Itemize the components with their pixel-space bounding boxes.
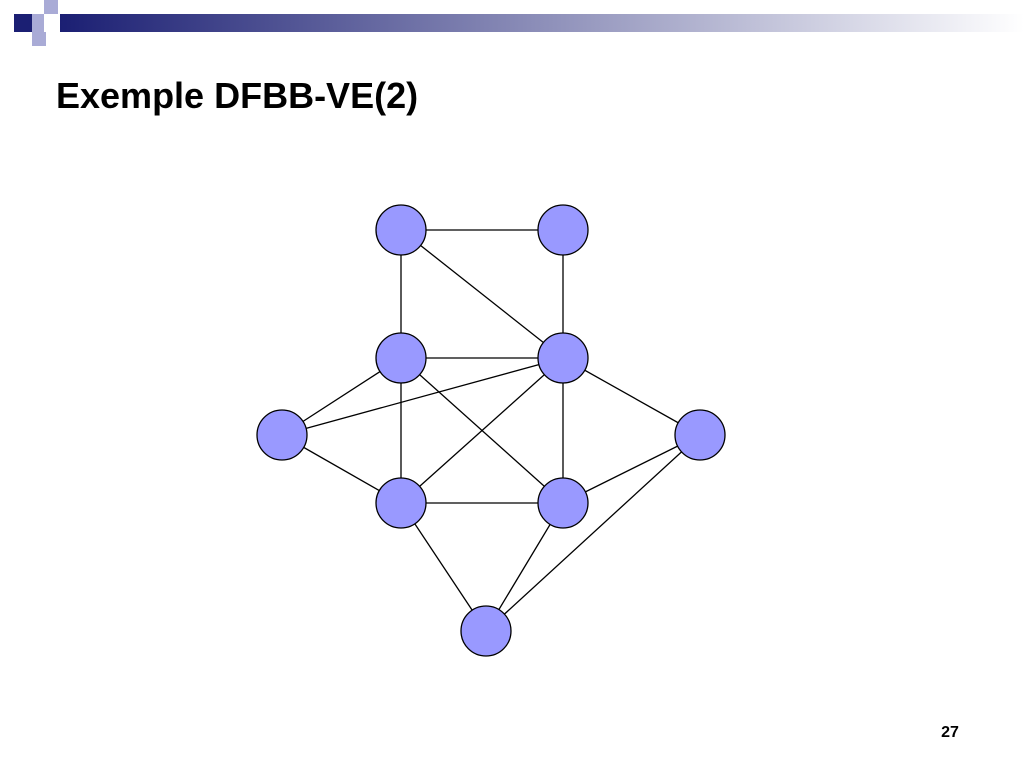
graph-node	[375, 477, 427, 529]
graph-nodes	[256, 204, 726, 657]
graph-edge	[400, 229, 564, 359]
gradient-bar	[60, 14, 1024, 32]
title-bar-decoration	[14, 0, 1024, 46]
page-number: 27	[941, 724, 959, 741]
graph-node	[537, 332, 589, 384]
graph-node	[375, 332, 427, 384]
graph-edge	[400, 357, 564, 504]
graph-edge	[485, 434, 701, 632]
deco-square-light	[32, 14, 44, 32]
deco-square-dark	[14, 14, 32, 32]
graph-node	[537, 204, 589, 256]
deco-square-light	[32, 32, 46, 46]
slide-title: Exemple DFBB-VE(2)	[56, 75, 419, 116]
graph-edge	[562, 357, 701, 436]
graph-node	[674, 409, 726, 461]
graph-node	[460, 605, 512, 657]
graph-edge	[281, 357, 564, 436]
graph-edges	[281, 229, 701, 632]
graph-node	[256, 409, 308, 461]
deco-square-light	[44, 0, 58, 14]
graph-node	[375, 204, 427, 256]
graph-node	[537, 477, 589, 529]
